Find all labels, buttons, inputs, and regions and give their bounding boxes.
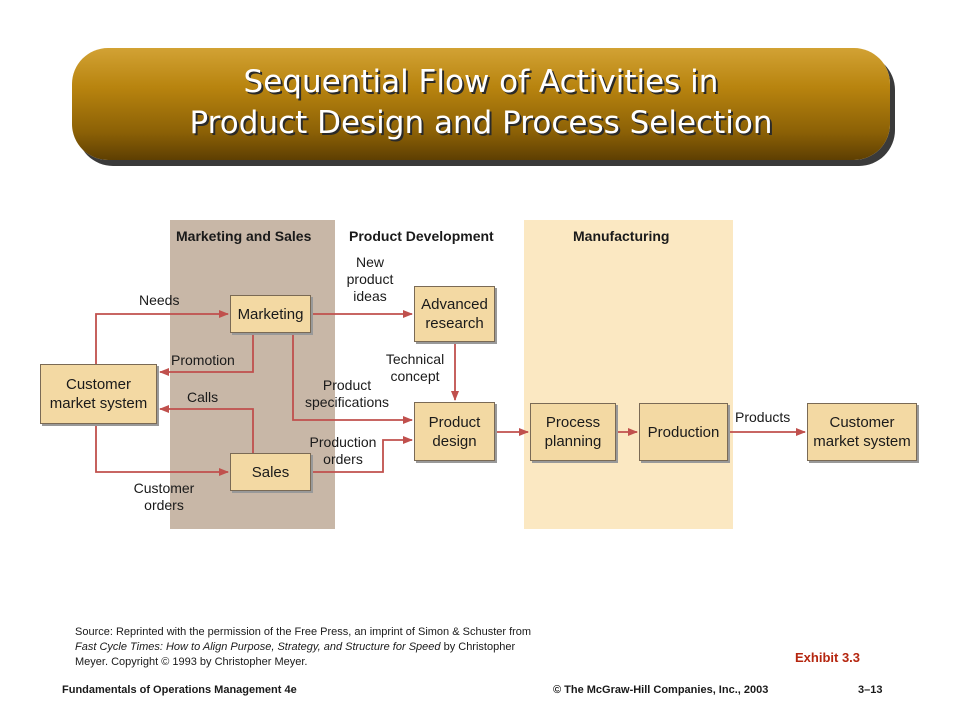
slide-title-line-2: Product Design and Process Selection: [189, 105, 773, 141]
customer-orders-arrow: [95, 424, 229, 476]
production-orders-label: Production orders: [309, 434, 377, 467]
advanced-research-box: Advanced research: [414, 286, 495, 342]
process-planning-box: Process planning: [530, 403, 616, 461]
slide-title: Sequential Flow of Activities in Product…: [72, 62, 890, 144]
sales-box: Sales: [230, 453, 311, 491]
customer-orders-label: Customer orders: [133, 480, 195, 513]
marketing-box: Marketing: [230, 295, 311, 333]
customer-market-system-right-box: Customer market system: [807, 403, 917, 461]
customer-market-system-left-box: Customer market system: [40, 364, 157, 424]
production-orders-arrow: [311, 436, 413, 473]
slide-title-line-1: Sequential Flow of Activities in: [243, 64, 719, 100]
technical-concept-label: Technical concept: [385, 351, 445, 384]
product-specifications-label: Product specifications: [304, 377, 390, 410]
source-prefix: Source: Reprinted with the permission of…: [75, 626, 532, 638]
manufacturing-band: [524, 220, 733, 529]
needs-label: Needs: [139, 292, 180, 308]
needs-arrow: [95, 310, 229, 364]
product-specifications-arrow: [292, 333, 413, 424]
exhibit-label: Exhibit 3.3: [795, 650, 861, 665]
manufacturing-header: Manufacturing: [573, 228, 670, 244]
product-development-header: Product Development: [349, 228, 494, 244]
calls-arrow: [159, 405, 254, 453]
footer-course-title: Fundamentals of Operations Management 4e: [62, 684, 297, 696]
source-book-title: Fast Cycle Times: How to Align Purpose, …: [75, 641, 441, 653]
products-label: Products: [735, 409, 791, 425]
footer-copyright: © The McGraw-Hill Companies, Inc., 2003: [553, 684, 769, 696]
promotion-label: Promotion: [171, 352, 235, 368]
footer-page-number: 3–13: [858, 684, 883, 696]
source-suffix: by Christopher Meyer. Copyright © 1993 b…: [75, 641, 516, 668]
title-banner: [72, 48, 890, 160]
new-product-ideas-label: New product ideas: [346, 254, 394, 304]
calls-label: Calls: [187, 389, 219, 405]
source-note: Source: Reprinted with the permission of…: [75, 625, 545, 670]
marketing-sales-header: Marketing and Sales: [176, 228, 312, 244]
product-design-box: Product design: [414, 402, 495, 461]
promotion-arrow: [159, 333, 254, 376]
production-box: Production: [639, 403, 728, 461]
